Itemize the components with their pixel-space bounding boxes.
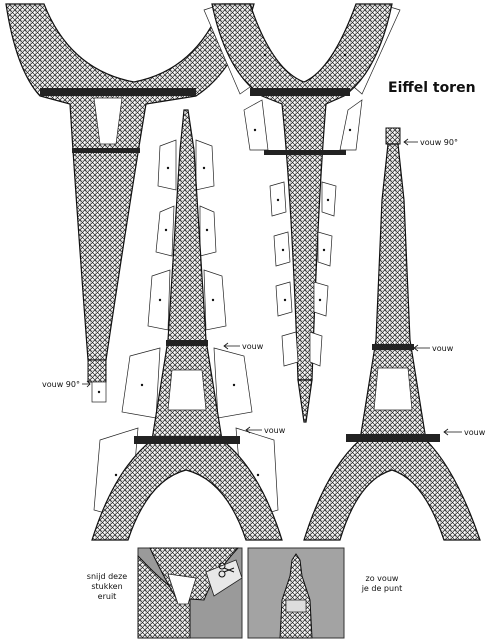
- instruction-cut-line1: snijd deze: [86, 572, 128, 581]
- fold-arrows: [82, 138, 462, 436]
- scissors-icon: [218, 562, 235, 578]
- fold-label-right-2: vouw: [464, 428, 486, 437]
- fold-label-mid-1: vouw: [242, 342, 264, 351]
- instruction-cut-text: snijd deze stukken eruit: [80, 572, 134, 602]
- fold-label-90-left: vouw 90°: [42, 380, 80, 389]
- upright-tower-piece-right: [303, 127, 481, 541]
- inverted-tower-piece-middle: [203, 3, 401, 423]
- instruction-tip-line2: je de punt: [361, 584, 403, 593]
- fold-label-mid-2: vouw: [264, 426, 286, 435]
- upright-tower-piece-center: [91, 109, 283, 541]
- fold-label-90-top: vouw 90°: [420, 138, 458, 147]
- fold-label-right-1: vouw: [432, 344, 454, 353]
- instruction-tip-text: zo vouw je de punt: [352, 574, 412, 594]
- instruction-panel-cut: [137, 547, 243, 639]
- instruction-panel-tip: [247, 547, 345, 639]
- instruction-tip-line1: zo vouw: [365, 574, 399, 583]
- page-title: Eiffel toren: [388, 80, 476, 96]
- inverted-tower-piece-left: [5, 3, 255, 403]
- instruction-cut-line2: stukken: [91, 582, 123, 591]
- instruction-cut-line3: eruit: [97, 592, 117, 601]
